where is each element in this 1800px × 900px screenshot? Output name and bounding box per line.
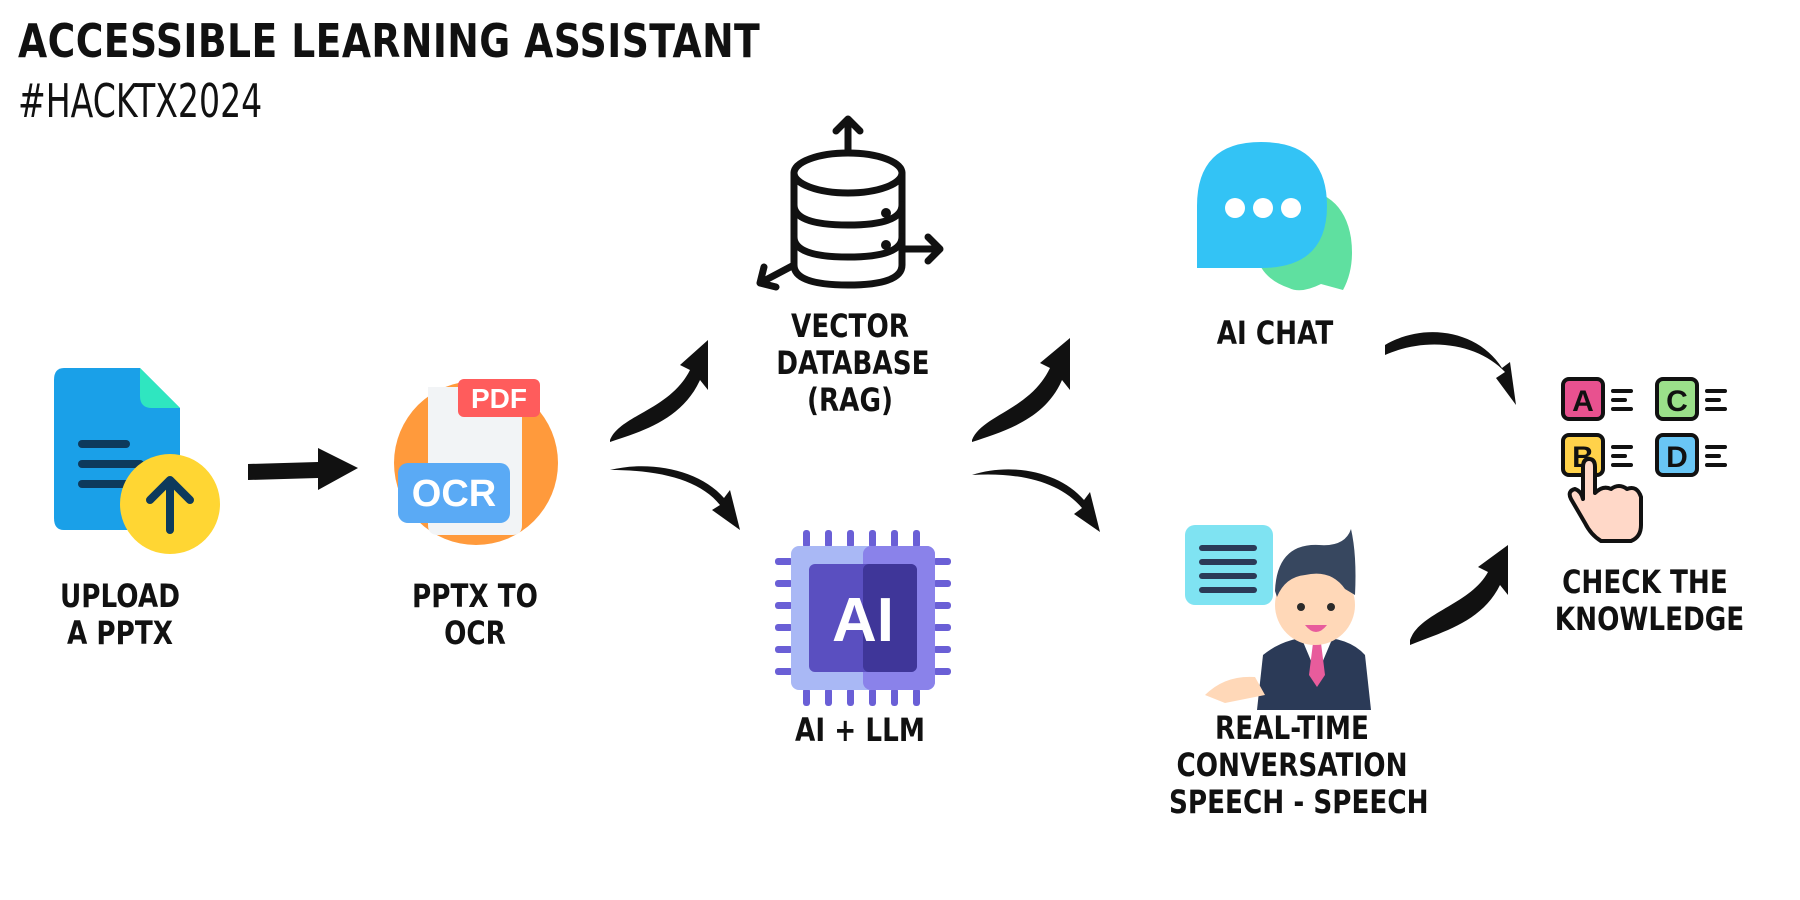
- option-a: A: [1572, 385, 1594, 418]
- label-ocr: PPTX TO OCR: [412, 577, 538, 652]
- label-ai-chat: AI CHAT: [1216, 314, 1334, 352]
- page-subtitle: #HACKTX2024: [18, 74, 263, 128]
- arrow-chat-to-check: [1385, 332, 1516, 405]
- label-upload: UPLOAD A PPTX: [59, 577, 181, 652]
- arrow-mid-to-chat: [972, 338, 1070, 442]
- option-d: D: [1666, 441, 1688, 474]
- label-check: CHECK THE KNOWLEDGE: [1554, 563, 1745, 638]
- arrow-ocr-to-llm: [610, 466, 740, 530]
- pdf-ocr-icon: PDF OCR: [394, 379, 558, 545]
- arrow-mid-to-realtime: [972, 469, 1100, 532]
- option-c: C: [1666, 385, 1688, 418]
- quiz-choice-icon: A B C D: [1561, 377, 1727, 543]
- chip-text: AI: [832, 586, 894, 655]
- file-upload-icon: [54, 368, 220, 554]
- pdf-badge-text: PDF: [471, 383, 527, 414]
- label-vector-db: VECTOR DATABASE (RAG): [776, 307, 930, 419]
- ai-chip-icon: AI: [775, 530, 951, 706]
- ocr-badge-text: OCR: [412, 473, 496, 515]
- speaking-person-icon: [1185, 525, 1371, 710]
- page-title: ACCESSIBLE LEARNING ASSISTANT: [18, 14, 761, 68]
- chat-bubbles-icon: [1197, 142, 1352, 291]
- label-realtime: REAL-TIME CONVERSATION SPEECH - SPEECH: [1169, 709, 1429, 821]
- label-ai-llm: AI + LLM: [795, 711, 925, 749]
- arrow-realtime-to-check: [1410, 545, 1508, 645]
- arrow-ocr-to-vector: [610, 340, 708, 442]
- arrow-upload-to-ocr: [248, 448, 358, 490]
- database-icon: [756, 115, 944, 291]
